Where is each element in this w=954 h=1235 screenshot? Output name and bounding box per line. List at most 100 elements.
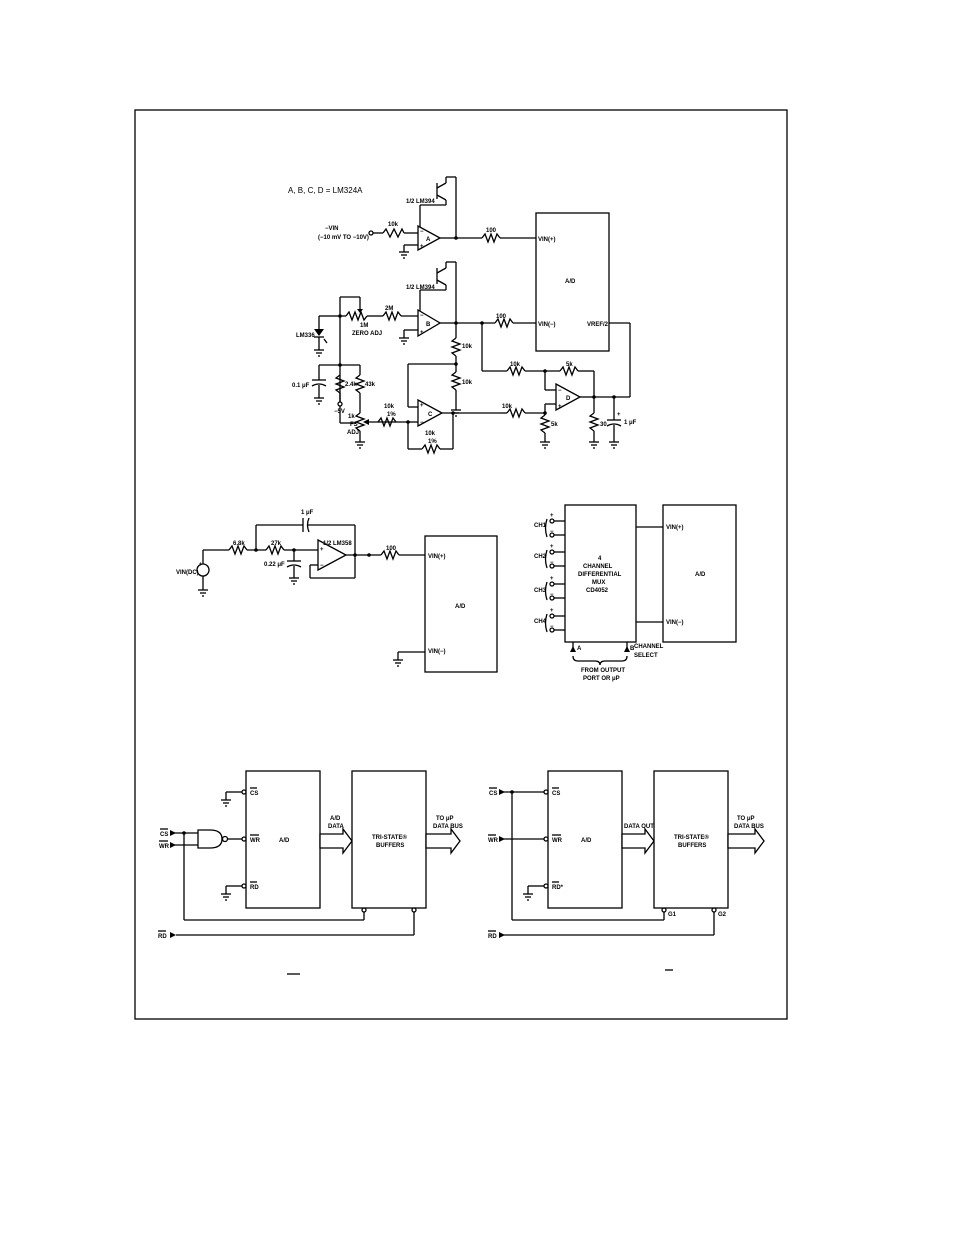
buffers-box-fig4 [351,770,427,909]
ch1-label: CH1 [534,523,547,529]
adc2-vin-neg: VIN(−) [428,649,446,655]
minus-sign: − [558,388,562,394]
part-note: A, B, C, D = LM324A [288,186,363,195]
vin-label: −VIN [325,226,339,232]
r-10k-d2: 10k [502,404,513,410]
ch2-label: CH2 [534,554,547,560]
r-out-a: 100 [486,228,497,234]
rd5-input: RD [488,934,497,940]
adc4-rd: RD [250,885,259,891]
plus-sign: + [420,330,424,336]
opamp-a-label: A [426,237,431,243]
lm358-label: 1/2 LM358 [323,541,352,547]
r-10k-b: 10k [462,344,473,350]
adc4-cs: CS [250,791,258,797]
r-10k-b2: 10k [462,380,473,386]
adc-vin-neg: VIN(−) [538,322,556,328]
pin-b: B [630,646,635,652]
minus-sign: − [420,229,424,235]
r-10k-d1: 10k [510,362,521,368]
plus-sign: + [617,412,621,418]
lm394-top-label: 1/2 LM394 [406,199,435,205]
c-1uf-fig2: 1 μF [301,510,314,516]
channel-select-1: CHANNEL [634,644,664,650]
opamp-d-label: D [566,396,571,402]
from-port-1: FROM OUTPUT [581,668,625,674]
out-label-2: DATA BUS [433,824,463,830]
figure-5-bus: CS WR RD* A/D CS WR DATA OUT TRI-STATE® … [488,770,765,971]
pin-a: A [577,646,582,652]
out5-label-1: TO μP [737,816,755,822]
ch2-minus: − [550,560,554,566]
wr-input: WR [159,844,170,850]
mux-box [564,504,637,643]
figure-1-circuit: A, B, C, D = LM324A 1/2 LM394 A − + [288,176,637,455]
adc-box-fig3 [662,504,737,643]
buffers-box-fig5 [653,770,729,909]
r-1pct-c: 1% [387,412,396,418]
adc3-vin-pos: VIN(+) [666,525,684,531]
r-10k-c: 10k [384,404,395,410]
out5-label-2: DATA BUS [734,824,764,830]
bus-label-1: A/D [330,816,341,822]
zero-adj-label: ZERO ADJ [352,331,382,337]
opamp-b-label: B [426,322,431,328]
lm336-label: LM336 [296,333,315,339]
ch4-plus: + [550,608,554,614]
minus-sign: − [320,563,324,569]
minus-sign: − [420,420,424,426]
opamp-b: B − + [399,308,456,345]
adc3-label: A/D [695,572,706,578]
adc-vin-pos: VIN(+) [538,237,556,243]
adj-label: ADJ [347,430,359,436]
vin-dc-label: VIN(DC) [176,570,199,576]
wr5-input: WR [488,838,499,844]
adc-box-fig1 [535,212,610,352]
adc3-vin-neg: VIN(−) [666,620,684,626]
buffers-label-2: BUFFERS [376,843,404,849]
r-24k: 2.4k [345,382,357,388]
adc2-label: A/D [455,604,466,610]
mux-line-5: CD4052 [586,588,609,594]
opamp-d: D − + [555,382,582,412]
cs-input: CS [160,832,168,838]
lm394-transistor-mid: 1/2 LM394 [406,261,457,323]
r-100-fig2: 100 [386,546,397,552]
cs5-input: CS [489,791,497,797]
channel-3: CH3 + − [534,576,565,601]
figure-4-bus: CS WR RD A/D CS WR [158,770,463,975]
ch3-minus: − [550,592,554,598]
fs-label: FS [350,422,358,428]
plus-sign: + [420,403,424,409]
pot-1k: 1k [348,414,355,420]
lm394-transistor-top: 1/2 LM394 [406,176,457,238]
adc5-label: A/D [581,838,592,844]
plus-sign: + [199,562,203,568]
ch3-label: CH3 [534,588,547,594]
r-2m: 2M [385,306,393,312]
r-5k-df: 5k [566,362,573,368]
opamp-lm358: + − [317,538,348,572]
lm394-mid-label: 1/2 LM394 [406,285,435,291]
mux-line-4: MUX [592,580,605,586]
r-27k: 27k [271,541,282,547]
c-01uf: 0.1 μF [292,383,310,389]
figure-3-mux: 4 CHANNEL DIFFERENTIAL MUX CD4052 VIN(+)… [534,504,737,682]
out-label-1: TO μP [436,816,454,822]
opamp-a: A − + [399,224,456,259]
bus-label-2: DATA [328,824,344,830]
r-30: 30 [600,422,607,428]
channel-4: CH4 + − [534,608,565,633]
r-1pct-cf: 1% [428,439,437,445]
mux-line-2: CHANNEL [583,564,613,570]
channel-2: CH2 + − [534,544,565,569]
pot-1m: 1M [360,323,368,329]
adc-box-fig2 [424,535,498,673]
r-43k: 43k [365,382,376,388]
ch3-plus: + [550,576,554,582]
opamp-c: C + − [417,398,444,428]
buffers5-label-1: TRI-STATE® [674,834,709,841]
r-out-b: 100 [496,314,507,320]
rd-input: RD [158,934,167,940]
